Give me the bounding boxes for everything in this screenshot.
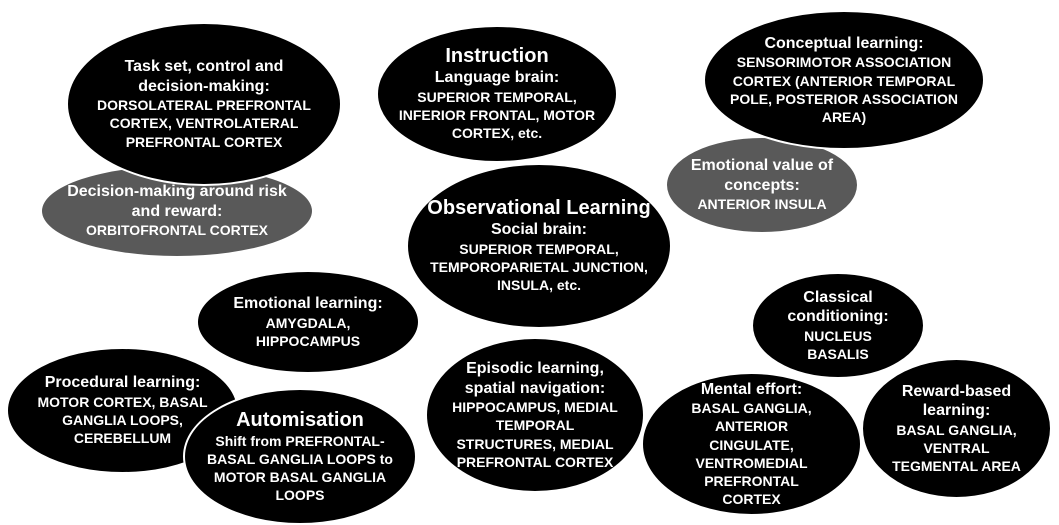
node-body: SUPERIOR TEMPORAL, TEMPOROPARIETAL JUNCT… bbox=[430, 240, 648, 294]
node-emotional-learning: Emotional learning: AMYGDALA, HIPPOCAMPU… bbox=[196, 270, 420, 374]
node-heading: Emotional learning: bbox=[233, 295, 383, 313]
node-heading: Classical conditioning: bbox=[787, 288, 889, 326]
node-body: ANTERIOR INSULA bbox=[697, 196, 827, 213]
node-title: Instruction bbox=[445, 45, 549, 68]
node-body: HIPPOCAMPUS, MEDIAL TEMPORAL STRUCTURES,… bbox=[452, 399, 618, 470]
node-body: NUCLEUS BASALIS bbox=[804, 327, 872, 363]
node-body: ORBITOFRONTAL CORTEX bbox=[86, 222, 268, 239]
node-reward-based-learning: Reward-based learning: BASAL GANGLIA, VE… bbox=[861, 358, 1052, 499]
node-mental-effort: Mental effort: BASAL GANGLIA, ANTERIOR C… bbox=[641, 372, 862, 516]
node-classical-conditioning: Classical conditioning: NUCLEUS BASALIS bbox=[751, 272, 925, 379]
node-heading: Mental effort: bbox=[700, 380, 803, 398]
node-heading: Decision-making around risk and reward: bbox=[67, 183, 287, 220]
node-emotional-value-of-concepts: Emotional value of concepts: ANTERIOR IN… bbox=[665, 136, 859, 234]
node-body: MOTOR CORTEX, BASAL GANGLIA LOOPS, CEREB… bbox=[37, 393, 208, 447]
node-conceptual-learning: Conceptual learning: SENSORIMOTOR ASSOCI… bbox=[703, 10, 985, 150]
node-heading: Language brain: bbox=[434, 69, 560, 87]
node-heading: Emotional value of concepts: bbox=[690, 157, 834, 194]
node-heading: Social brain: bbox=[490, 221, 588, 239]
node-title: Automisation bbox=[236, 408, 364, 431]
node-episodic-learning-spatial-navigation: Episodic learning, spatial navigation: H… bbox=[425, 337, 645, 493]
node-observational-learning: Observational Learning Social brain: SUP… bbox=[406, 163, 672, 329]
node-heading: Conceptual learning: bbox=[764, 34, 924, 52]
node-heading: Procedural learning: bbox=[44, 374, 201, 392]
node-heading: Episodic learning, spatial navigation: bbox=[464, 360, 606, 397]
node-automisation: Automisation Shift from PREFRONTAL-BASAL… bbox=[183, 388, 417, 525]
node-body: SUPERIOR TEMPORAL, INFERIOR FRONTAL, MOT… bbox=[398, 88, 596, 142]
node-body: BASAL GANGLIA, ANTERIOR CINGULATE, VENTR… bbox=[691, 400, 812, 508]
node-title: Observational Learning bbox=[427, 197, 651, 220]
node-body: Shift from PREFRONTAL-BASAL GANGLIA LOOP… bbox=[207, 432, 393, 504]
node-body: BASAL GANGLIA, VENTRAL TEGMENTAL AREA bbox=[892, 421, 1021, 475]
node-heading: Task set, control and decision-making: bbox=[124, 58, 284, 95]
node-instruction: Instruction Language brain: SUPERIOR TEM… bbox=[376, 25, 618, 163]
node-body: AMYGDALA, HIPPOCAMPUS bbox=[255, 314, 361, 349]
node-task-set-control-decision-making: Task set, control and decision-making: D… bbox=[66, 22, 342, 186]
node-body: SENSORIMOTOR ASSOCIATION CORTEX (ANTERIO… bbox=[730, 54, 958, 125]
node-body: DORSOLATERAL PREFRONTAL CORTEX, VENTROLA… bbox=[97, 97, 311, 150]
node-heading: Reward-based learning: bbox=[901, 382, 1012, 420]
